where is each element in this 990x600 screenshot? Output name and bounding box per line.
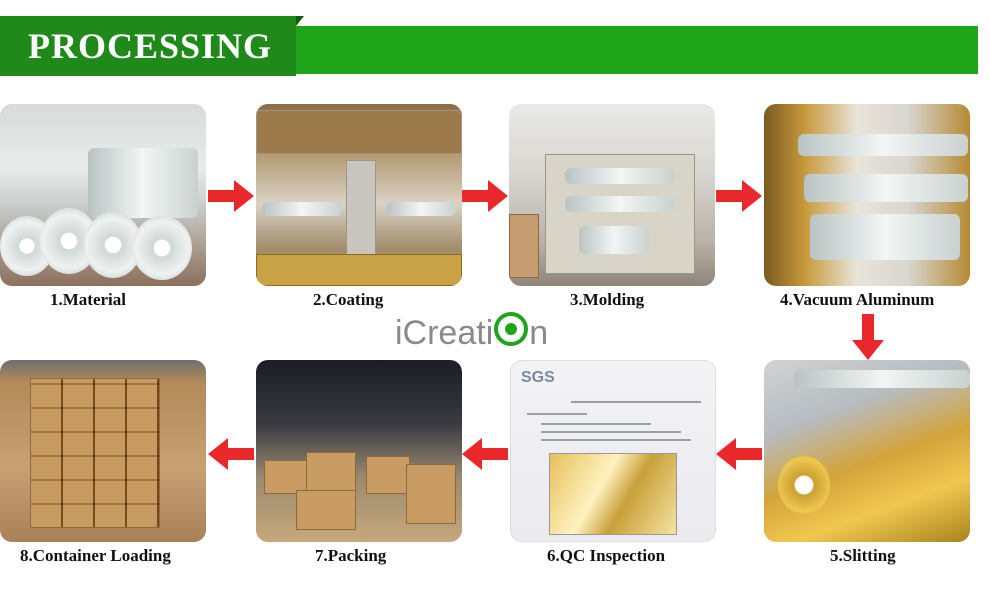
step-container-loading-photo bbox=[0, 360, 206, 542]
step-coating-label: 2.Coating bbox=[313, 290, 384, 309]
banner-bar bbox=[296, 26, 978, 74]
logo-text-suffix: n bbox=[529, 314, 549, 352]
arrow-left-icon bbox=[716, 438, 762, 470]
step-packing-photo bbox=[256, 360, 462, 542]
arrow-right-icon bbox=[462, 180, 508, 212]
step-slitting-photo bbox=[764, 360, 970, 542]
step-qc-inspection-photo: SGS bbox=[510, 360, 716, 542]
banner-notch bbox=[296, 16, 304, 26]
logo-text-prefix: iCreati bbox=[395, 314, 494, 352]
step-qc-inspection-label: 6.QC Inspection bbox=[547, 546, 666, 565]
step-vacuum-aluminum-label: 4.Vacuum Aluminum bbox=[780, 290, 935, 309]
step-slitting-label: 5.Slitting bbox=[830, 546, 896, 565]
step-material-photo bbox=[0, 104, 206, 286]
banner-title-block: PROCESSING bbox=[0, 16, 296, 76]
step-molding-label: 3.Molding bbox=[570, 290, 645, 309]
arrow-left-icon bbox=[462, 438, 508, 470]
arrow-right-icon bbox=[716, 180, 762, 212]
icreation-logo: iCreati n bbox=[395, 312, 548, 353]
logo-o-icon bbox=[494, 312, 529, 346]
step-container-loading-label: 8.Container Loading bbox=[20, 546, 171, 565]
processing-banner: PROCESSING bbox=[0, 16, 978, 76]
sgs-logo: SGS bbox=[521, 369, 555, 386]
step-packing-label: 7.Packing bbox=[315, 546, 387, 565]
step-molding-photo bbox=[509, 104, 715, 286]
arrow-right-icon bbox=[208, 180, 254, 212]
banner-title: PROCESSING bbox=[28, 26, 273, 66]
step-material-label: 1.Material bbox=[50, 290, 126, 309]
foil-sample bbox=[549, 453, 677, 535]
step-coating-photo bbox=[256, 104, 462, 286]
arrow-down-icon bbox=[852, 314, 884, 360]
step-vacuum-aluminum-photo bbox=[764, 104, 970, 286]
arrow-left-icon bbox=[208, 438, 254, 470]
